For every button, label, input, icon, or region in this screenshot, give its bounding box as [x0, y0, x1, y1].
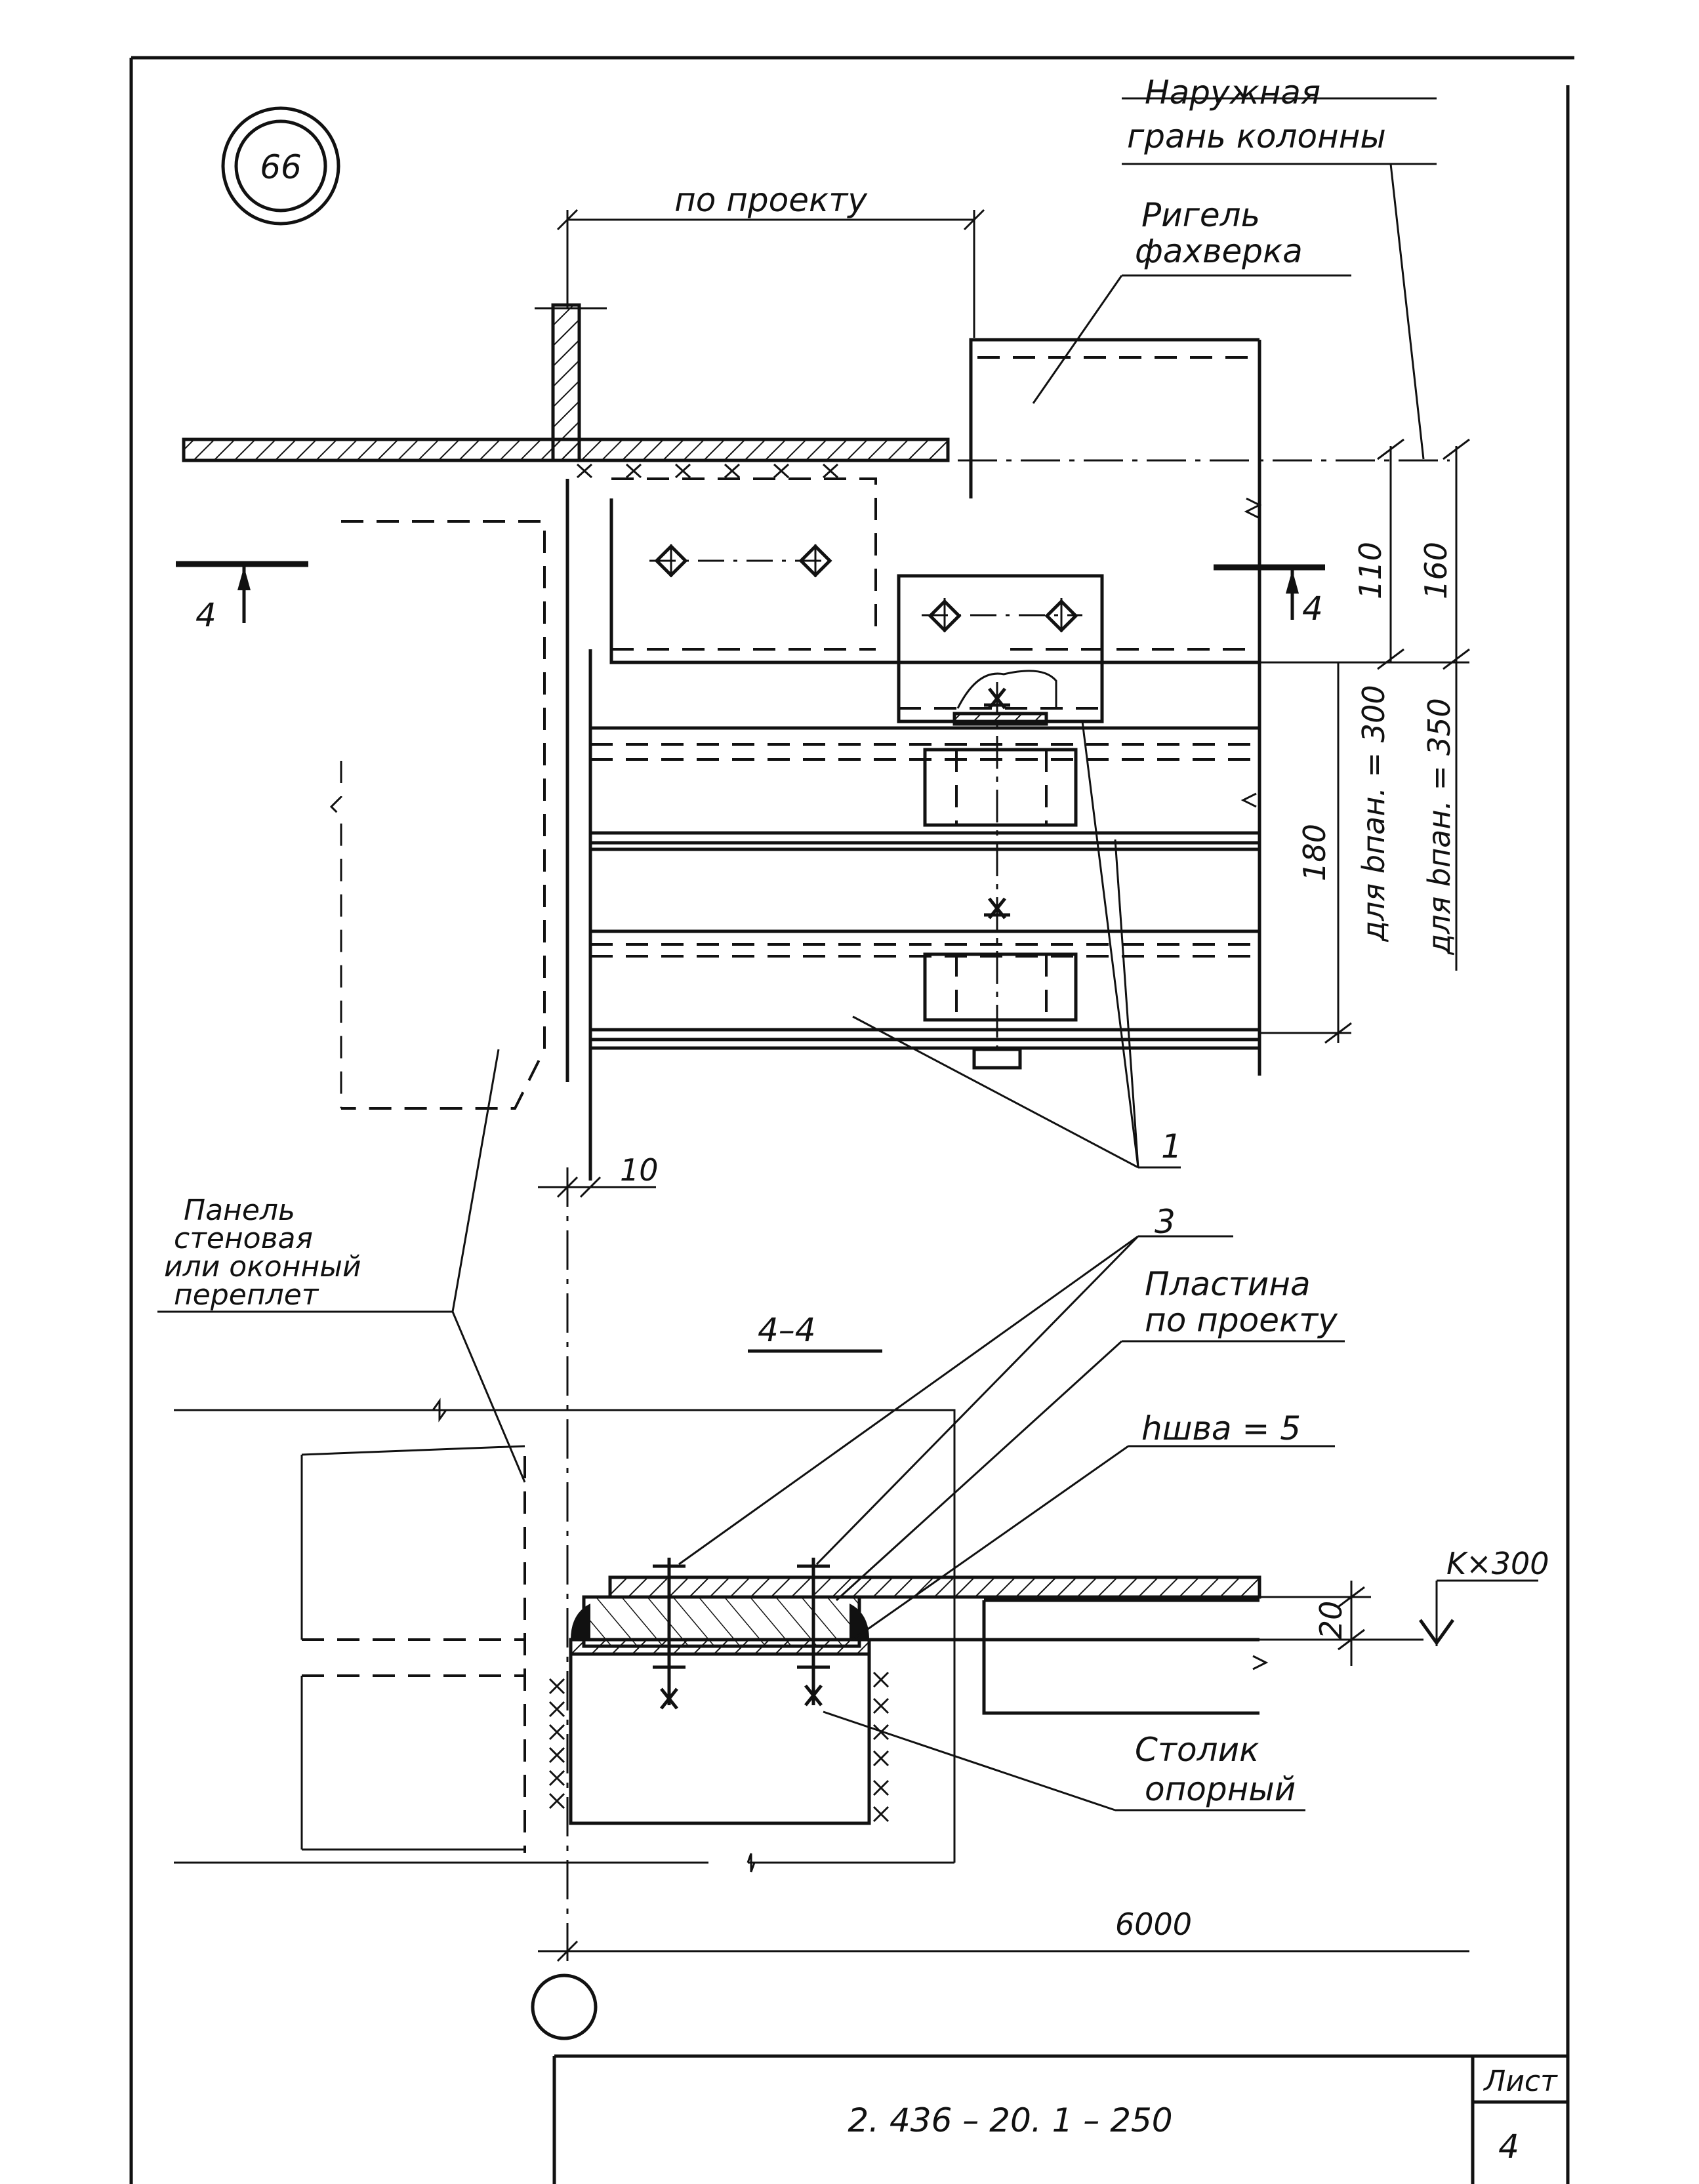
- svg-text:Ригель: Ригель: [1141, 196, 1260, 234]
- svg-text:20: 20: [1313, 1601, 1349, 1640]
- title-block: 2. 436 – 20. 1 – 250 Лист 4: [552, 2054, 1568, 2184]
- svg-text:стеновая: стеновая: [174, 1222, 313, 1255]
- wall-panel-section: [300, 1445, 526, 1853]
- leaders-section: [678, 1235, 1345, 1811]
- wall-panel-plan: [329, 520, 546, 1110]
- svg-text:грань колонны: грань колонны: [1127, 117, 1386, 155]
- svg-text:или оконный: или оконный: [164, 1250, 361, 1284]
- drawing-code: 2. 436 – 20. 1 – 250: [848, 2101, 1172, 2139]
- sheet-label: Лист: [1483, 2065, 1558, 2098]
- sheet-number: 4: [1498, 2128, 1519, 2166]
- bolt-left: [653, 1558, 686, 1710]
- node-number: 66: [260, 148, 302, 186]
- svg-text:10: 10: [620, 1152, 659, 1188]
- section-cut-right: 4: [1214, 564, 1325, 628]
- svg-text:Столик: Столик: [1135, 1731, 1259, 1769]
- outer-face-label: Наружная грань колонны: [1127, 73, 1386, 155]
- weld-marks-section: [548, 1671, 890, 1823]
- leaders-upper: [852, 97, 1437, 1169]
- callout-3: 3: [1155, 1203, 1176, 1241]
- dim-by-project-text: по проекту: [674, 181, 868, 219]
- right-dimensions: 110 160 180 для bпан. = 300 для bпан. = …: [1259, 438, 1470, 1044]
- bolt-icon: [804, 1684, 823, 1707]
- svg-text:Панель: Панель: [184, 1194, 295, 1227]
- sheet-frame: [129, 56, 1574, 2184]
- svg-text:по проекту: по проекту: [1145, 1301, 1338, 1339]
- girder-outline: [969, 338, 1261, 1076]
- weld-marks-plan: [576, 463, 839, 479]
- seat-top: [569, 1638, 871, 1656]
- column-web: [551, 303, 581, 462]
- section-mark-right: 4: [1302, 590, 1323, 628]
- bolt-icon: [984, 897, 1010, 920]
- svg-text:фахверка: фахверка: [1135, 232, 1303, 270]
- channel-lower: [590, 929, 1259, 1070]
- section-cut-left: 4: [176, 561, 308, 634]
- dim-20: 20: [1259, 1581, 1423, 1666]
- dim-160: 160: [1418, 542, 1454, 599]
- level-mark: K×300: [1418, 1546, 1549, 1646]
- svg-text:6000: 6000: [1115, 1907, 1192, 1942]
- svg-text:опорный: опорный: [1145, 1770, 1296, 1808]
- panel-label: Панель стеновая или оконный переплет: [157, 1049, 526, 1483]
- dim-by-project: по проекту: [556, 181, 985, 338]
- dim-6000: 6000: [538, 1907, 1469, 1962]
- section-4-4: 4–4 Панель стеновая или оконный переплет: [157, 1049, 1549, 2040]
- channel-upper: [590, 726, 1259, 851]
- girder-label: Ригель фахверка: [1135, 196, 1303, 270]
- callout-1: 1: [1161, 1127, 1182, 1165]
- dim-180: 180: [1297, 824, 1332, 881]
- top-plate: [608, 1575, 1261, 1599]
- bracket-plate: [897, 574, 1104, 726]
- support-seat: [569, 1652, 871, 1825]
- section-title: 4–4: [758, 1311, 816, 1349]
- dim-k300: K×300: [1446, 1546, 1549, 1581]
- svg-text:Пластина: Пластина: [1145, 1265, 1311, 1303]
- dim-for-350: для bпан. = 350: [1422, 698, 1457, 955]
- section-mark-left: 4: [195, 596, 216, 634]
- seat-label: Столик опорный: [1135, 1731, 1296, 1808]
- dim-110: 110: [1353, 542, 1388, 599]
- bolt-right: [797, 1558, 830, 1707]
- dim-for-300: для bпан. = 300: [1356, 685, 1391, 942]
- bolt-icon: [660, 1688, 678, 1710]
- weld-label: hшва = 5: [1141, 1409, 1301, 1447]
- svg-text:Наружная: Наружная: [1145, 73, 1320, 111]
- svg-text:переплет: переплет: [174, 1278, 319, 1312]
- plan-view: по проекту: [176, 73, 1470, 1961]
- connection-plate: [609, 477, 1259, 664]
- dim-10: 10: [538, 1152, 659, 1198]
- node-marker: 66: [221, 106, 340, 226]
- axis-bubble: [531, 1973, 598, 2040]
- plate-label: Пластина по проекту: [1145, 1265, 1338, 1339]
